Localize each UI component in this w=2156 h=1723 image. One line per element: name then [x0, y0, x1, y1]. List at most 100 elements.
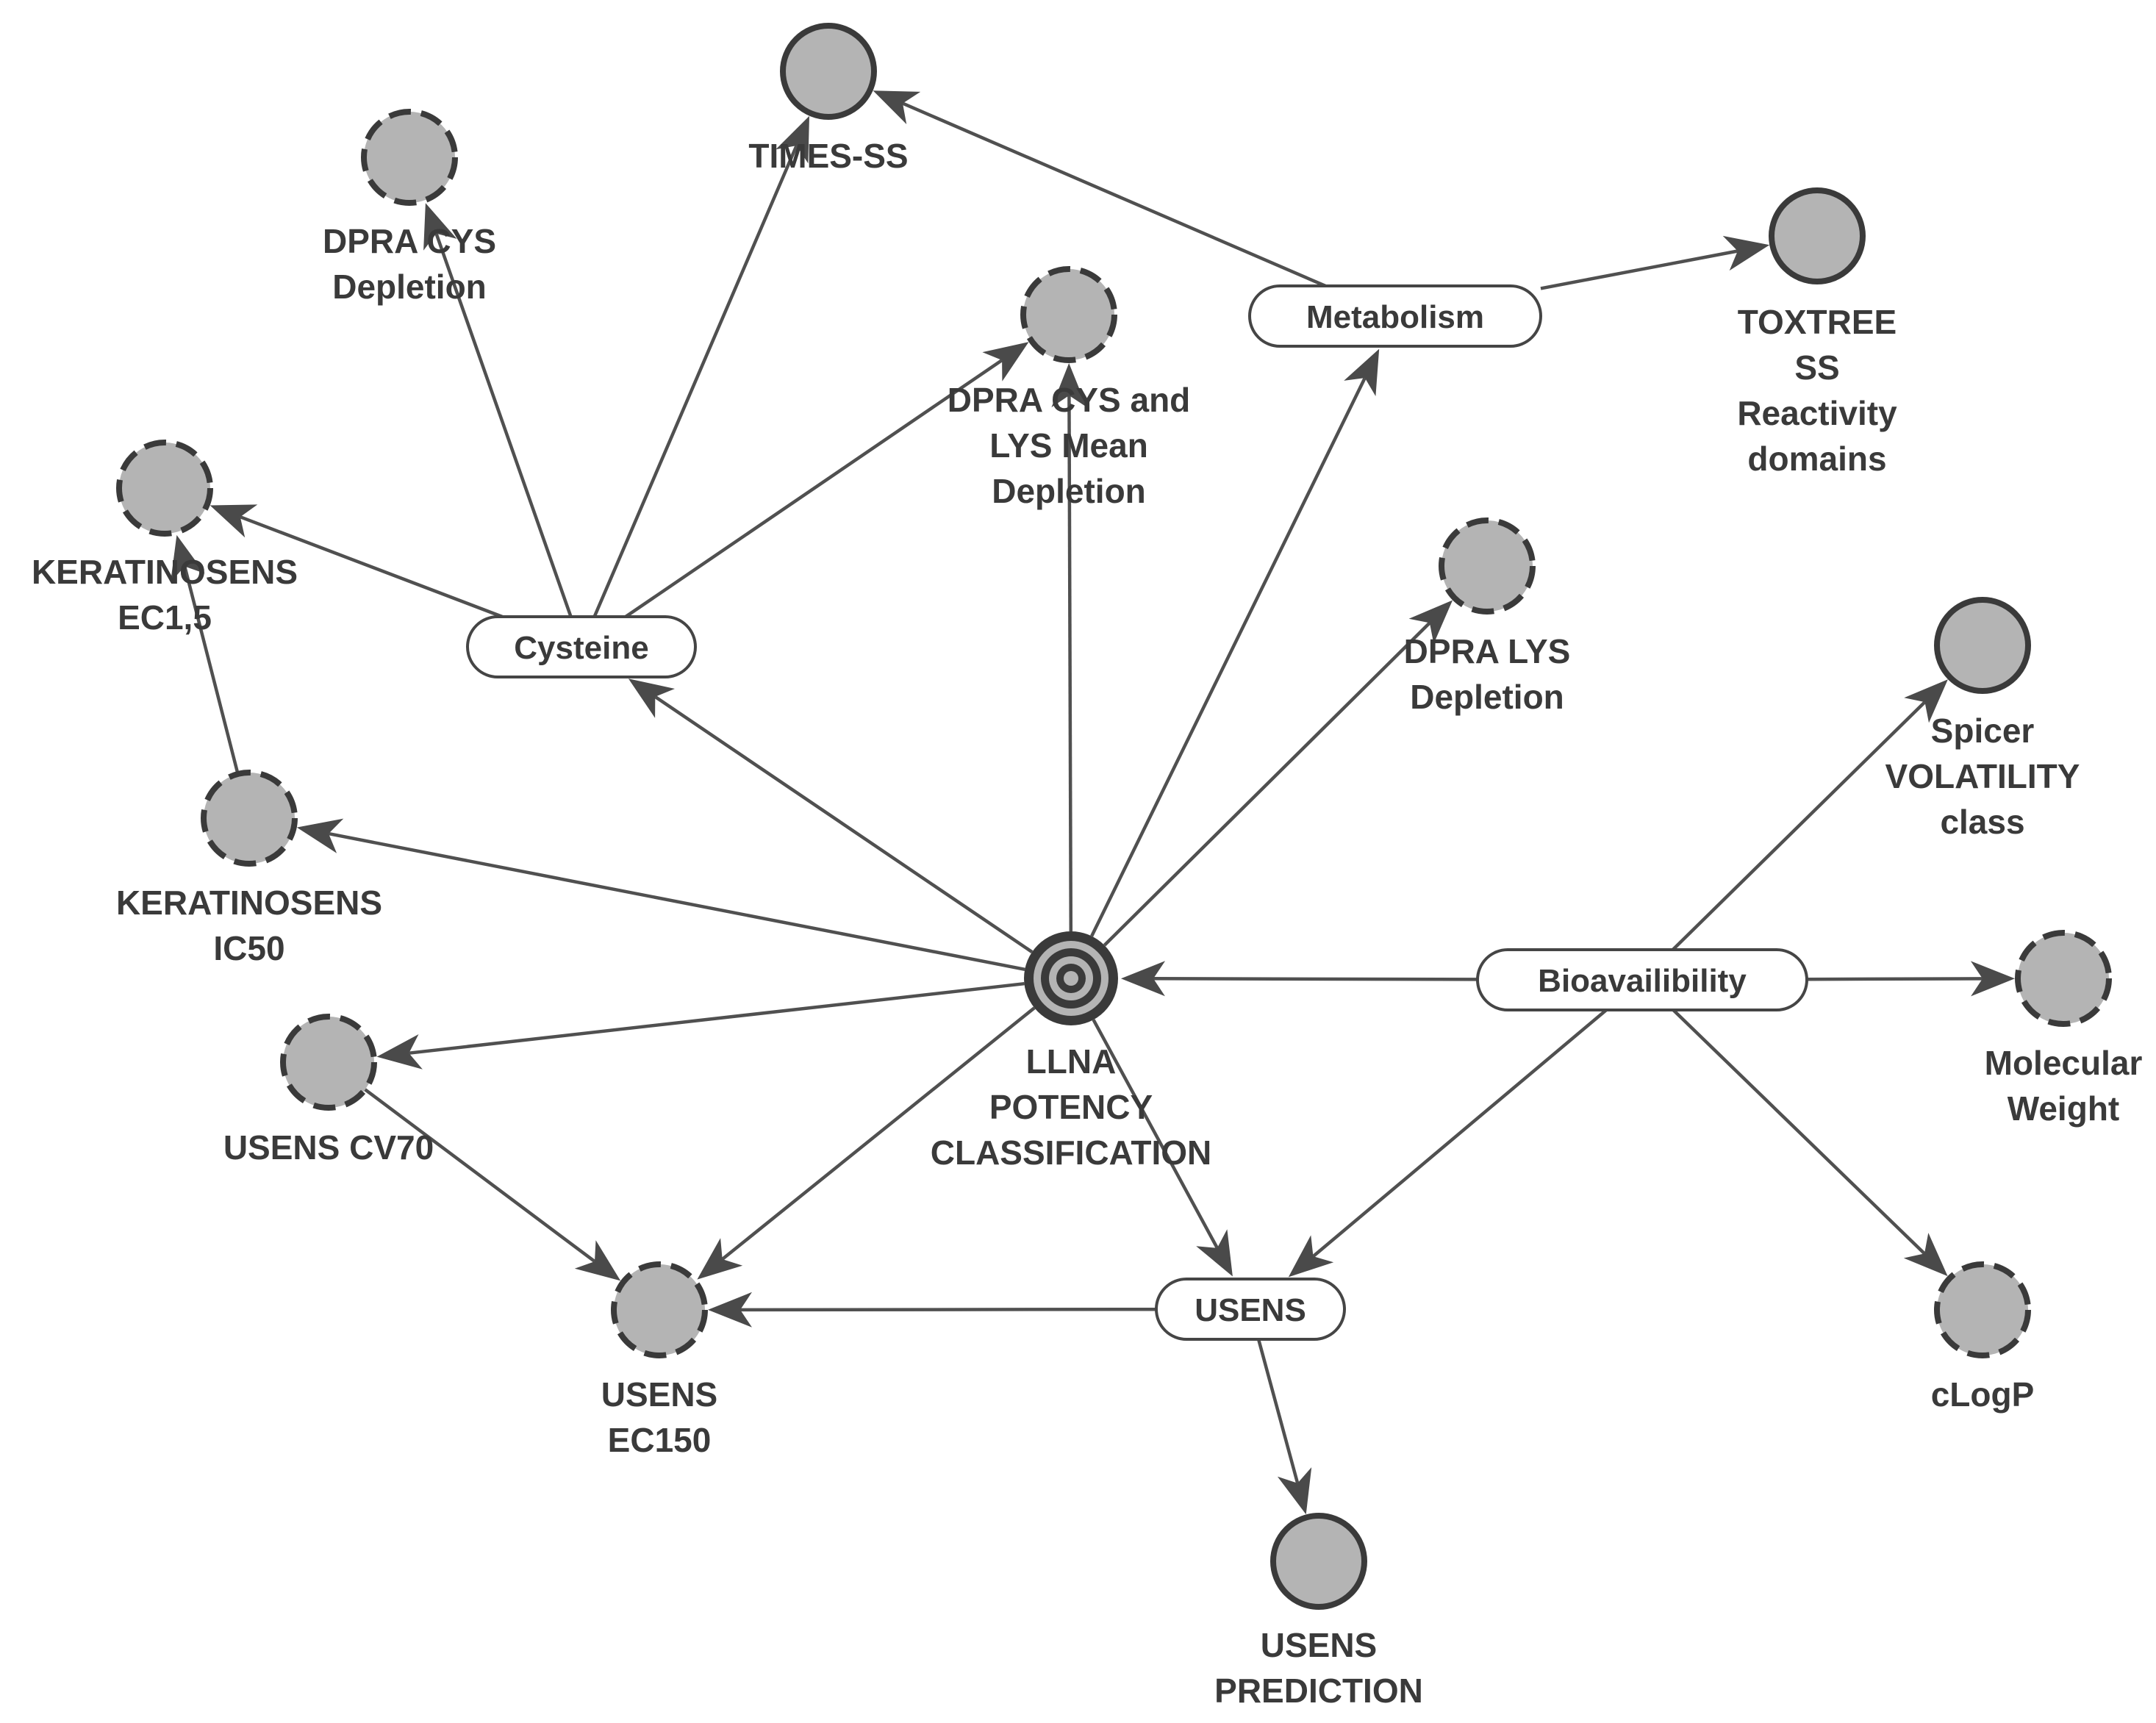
node-label-line: domains: [1747, 440, 1886, 478]
arrowhead-icon: [1196, 1229, 1233, 1277]
target-ring: [1064, 971, 1078, 986]
dashed-node-circle: [1020, 266, 1117, 363]
node-label-line: class: [1940, 803, 2024, 841]
edge-line: [183, 566, 240, 775]
node-label-line: DPRA CYS: [323, 222, 496, 260]
edge-bioavailability-to-llna: [1121, 961, 1478, 997]
edge-line: [902, 101, 1326, 288]
latent-node-box: [1248, 284, 1542, 348]
arrowhead-icon: [574, 1240, 621, 1281]
observed-node-circle: [1270, 1513, 1367, 1610]
edge-line: [1540, 249, 1738, 290]
edge-cysteine-to-times_ss: [592, 115, 809, 617]
node-times-ss[interactable]: TIMES-SS: [748, 23, 909, 175]
node-label-line: Molecular: [1985, 1044, 2143, 1082]
latent-node-label: Metabolism: [1306, 299, 1484, 335]
node-label-line: EC1,5: [118, 598, 212, 637]
node-label-line: PREDICTION: [1214, 1672, 1423, 1710]
node-usens-cv70[interactable]: USENS CV70: [223, 1014, 434, 1167]
node-label-line: USENS CV70: [223, 1128, 434, 1167]
edge-llna-to-metabolism: [1090, 348, 1380, 937]
edge-line: [364, 1088, 596, 1263]
node-metabolism[interactable]: Metabolism: [1248, 284, 1542, 348]
edge-line: [654, 695, 1034, 953]
edge-usens-to-usens_ec150: [708, 1292, 1157, 1328]
node-label-line: EC150: [608, 1421, 712, 1459]
arrowhead-icon: [423, 203, 457, 251]
node-label-line: Depletion: [332, 268, 487, 306]
arrowhead-icon: [873, 90, 921, 124]
dashed-node-circle: [201, 770, 298, 867]
latent-node-label: Bioavailibility: [1538, 963, 1747, 999]
node-cysteine[interactable]: Cysteine: [466, 615, 697, 678]
edge-metabolism-to-times_ss: [873, 90, 1326, 288]
node-label-line: KERATINOSENS: [116, 884, 382, 922]
edge-line: [1806, 977, 1983, 981]
node-usens[interactable]: USENS: [1155, 1278, 1346, 1341]
node-label-line: TOXTREE: [1738, 303, 1897, 341]
arrowhead-icon: [376, 1034, 423, 1070]
arrowhead-icon: [1344, 348, 1380, 396]
node-label-line: LLNA: [1026, 1042, 1117, 1081]
dashed-node-circle: [116, 440, 213, 537]
node-clogp[interactable]: cLogP: [1931, 1261, 2035, 1414]
edge-bioavailability-to-molecular_weight: [1806, 961, 2015, 997]
node-label-line: Spicer: [1931, 712, 2035, 750]
node-label-line: Depletion: [1410, 678, 1564, 716]
edge-line: [1067, 395, 1073, 932]
arrowhead-icon: [1277, 1467, 1312, 1515]
edge-cysteine-to-keratinosens_ec: [209, 504, 504, 619]
edges-layer: [171, 90, 2015, 1515]
observed-node-circle: [1769, 187, 1866, 284]
node-label-line: cLogP: [1931, 1375, 2035, 1414]
latent-node-label: USENS: [1195, 1292, 1306, 1328]
dashed-node-circle: [1439, 517, 1536, 615]
latent-node-box: [1155, 1278, 1346, 1341]
edge-cysteine-to-dpra_cys: [423, 203, 573, 617]
node-bioavailability[interactable]: Bioavailibility: [1476, 948, 1808, 1011]
edge-line: [328, 831, 1025, 972]
edge-llna-to-usens_cv70: [376, 981, 1025, 1070]
node-label-line: KERATINOSENS: [32, 553, 298, 591]
edge-line: [1092, 1019, 1219, 1249]
edge-llna-to-dpra_lys: [1103, 600, 1453, 947]
arrowhead-icon: [1121, 961, 1166, 997]
node-keratinosens-ec[interactable]: KERATINOSENS EC1,5: [32, 440, 298, 637]
node-label-line: DPRA LYS: [1404, 632, 1571, 670]
edge-cysteine-to-dpra_cys_lys: [624, 342, 1029, 618]
edge-line: [239, 515, 504, 619]
edge-llna-to-usens_ec150: [697, 1006, 1036, 1280]
arrowhead-icon: [697, 1238, 743, 1280]
edge-bioavailability-to-clogp: [1672, 1009, 1948, 1277]
node-label-line: CLASSIFICATION: [931, 1133, 1211, 1172]
edge-line: [1672, 1009, 1926, 1255]
edge-llna-to-cysteine: [628, 678, 1034, 953]
arrowhead-icon: [1722, 235, 1770, 271]
latent-node-box: [466, 615, 697, 678]
edge-line: [1256, 1339, 1300, 1484]
arrowhead-icon: [982, 342, 1029, 382]
arrowhead-icon: [209, 504, 258, 538]
edge-line: [434, 233, 573, 617]
node-dpra-cys[interactable]: DPRA CYS Depletion: [323, 109, 496, 306]
edge-line: [1672, 701, 1927, 951]
arrowhead-icon: [776, 115, 809, 164]
arrowhead-icon: [1051, 363, 1087, 408]
node-label-line: Weight: [2008, 1089, 2119, 1128]
arrowhead-icon: [296, 818, 344, 853]
node-dpra-lys[interactable]: DPRA LYS Depletion: [1404, 517, 1571, 716]
latent-node-box: [1476, 948, 1808, 1011]
node-label-line: Reactivity: [1737, 394, 1897, 432]
edge-usens_cv70-to-usens_ec150: [364, 1088, 621, 1281]
edge-line: [624, 359, 1003, 618]
edge-llna-to-usens: [1092, 1019, 1233, 1277]
